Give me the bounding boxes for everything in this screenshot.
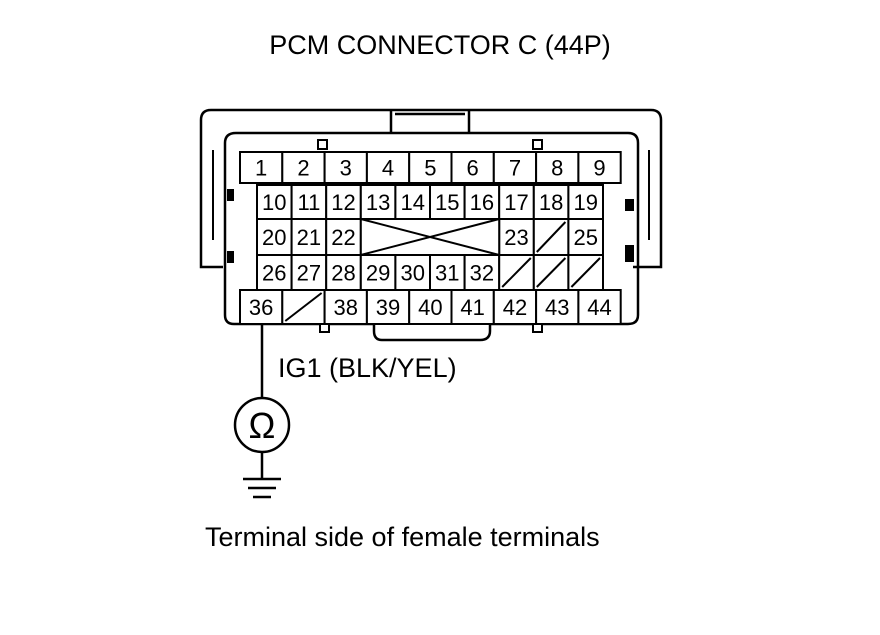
terminal-42 [492, 289, 538, 325]
terminal-39 [365, 289, 411, 325]
terminal-number: 10 [262, 190, 286, 215]
terminal-number: 12 [331, 190, 355, 215]
connector-outer-shell [199, 108, 663, 269]
terminal-7 [492, 151, 538, 184]
terminal-number: 8 [551, 156, 563, 181]
terminal-number: 36 [249, 295, 273, 320]
terminal-41 [450, 289, 495, 325]
terminal-number: 17 [504, 190, 528, 215]
terminal-number: 20 [262, 225, 286, 250]
terminal-1 [239, 151, 284, 184]
lock-block [227, 189, 234, 201]
terminal-number: 44 [587, 295, 611, 320]
terminal-number: 16 [470, 190, 494, 215]
terminal-44 [577, 289, 622, 325]
terminal-number: 38 [334, 295, 358, 320]
ohm-symbol: Ω [249, 405, 276, 446]
terminal-number: 2 [297, 156, 309, 181]
terminal-9 [577, 151, 622, 184]
terminal-number: 28 [331, 261, 355, 286]
unused-terminal-slash [501, 257, 532, 288]
terminal-11 [290, 184, 328, 220]
lock-block [625, 245, 634, 262]
terminal-number: 3 [340, 156, 352, 181]
terminal-number: 30 [400, 261, 424, 286]
terminal-number: 42 [503, 295, 527, 320]
terminal-number: 25 [573, 225, 597, 250]
terminal-number: 39 [376, 295, 400, 320]
terminal-43 [535, 289, 580, 325]
terminal-26 [256, 254, 293, 291]
unused-terminal-slash [536, 257, 567, 288]
wire-label: IG1 (BLK/YEL) [278, 353, 457, 383]
terminal-number: 43 [545, 295, 569, 320]
unused-terminal-slash [536, 221, 567, 253]
terminal-number: 22 [331, 225, 355, 250]
connector-housing [223, 131, 640, 342]
terminal-number: 11 [297, 190, 320, 215]
terminal-27 [290, 254, 328, 291]
ground-icon [243, 477, 281, 499]
unused-terminal-slash [570, 257, 601, 288]
terminal-28 [325, 254, 362, 291]
terminal-number: 23 [504, 225, 528, 250]
terminal-number: 29 [366, 261, 390, 286]
terminal-18 [532, 184, 570, 220]
terminal-number: 40 [418, 295, 442, 320]
terminal-number: 41 [460, 295, 484, 320]
terminal-number: 21 [297, 225, 321, 250]
terminal-6 [450, 151, 495, 184]
terminal-number: 4 [382, 156, 394, 181]
unused-terminal-slash [284, 292, 323, 322]
connector-key [532, 139, 543, 150]
terminal-12 [325, 184, 362, 220]
terminal-number: 7 [509, 156, 521, 181]
terminal-number: 6 [467, 156, 479, 181]
connector-key [317, 139, 328, 150]
diagram-title: PCM CONNECTOR C (44P) [269, 30, 611, 60]
terminal-number: 13 [366, 190, 390, 215]
lock-block [625, 199, 634, 211]
lock-block [227, 251, 234, 263]
terminal-number: 14 [400, 190, 424, 215]
terminal-number: 19 [573, 190, 597, 215]
terminal-number: 1 [255, 156, 267, 181]
terminal-number: 32 [470, 261, 494, 286]
connector-latch-tab [389, 110, 471, 133]
terminal-number: 27 [297, 261, 321, 286]
terminal-number: 31 [435, 261, 459, 286]
terminal-13 [359, 184, 397, 220]
caption: Terminal side of female terminals [205, 522, 600, 552]
terminal-number: 9 [593, 156, 605, 181]
terminal-number: 15 [435, 190, 459, 215]
blocked-cavity-cross [360, 218, 500, 256]
terminal-5 [408, 151, 453, 184]
terminal-number: 5 [424, 156, 436, 181]
terminal-number: 18 [539, 190, 563, 215]
terminal-23 [498, 218, 535, 256]
terminal-number: 26 [262, 261, 286, 286]
